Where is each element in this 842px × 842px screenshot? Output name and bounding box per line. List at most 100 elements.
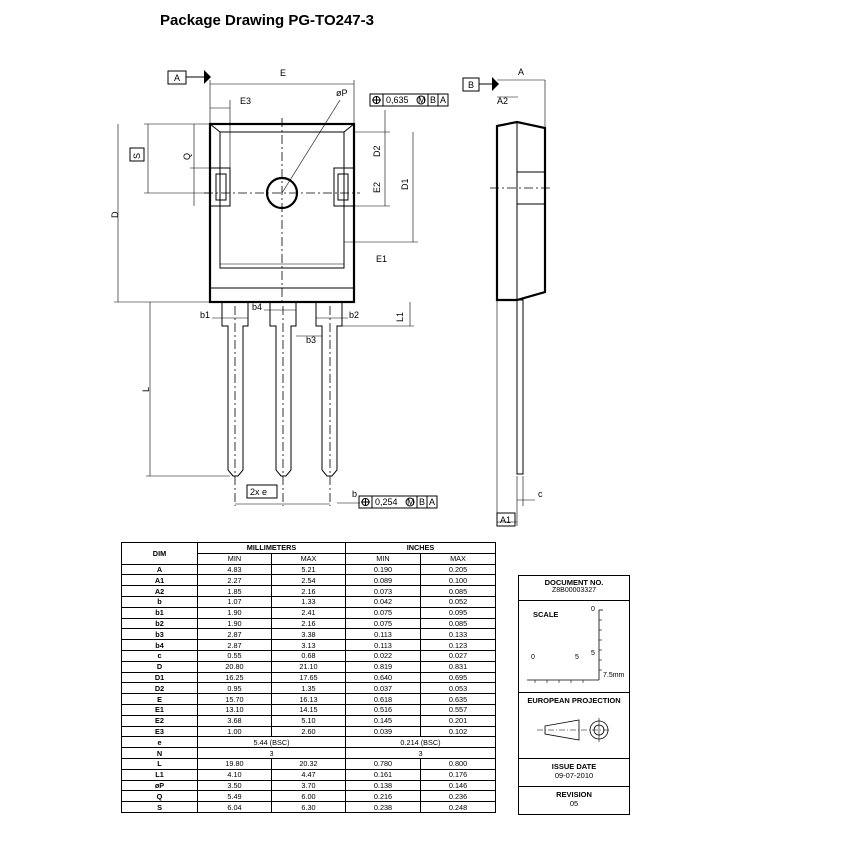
table-cell: c (121, 649, 198, 662)
svg-text:M: M (418, 95, 426, 105)
table-cell: E (121, 693, 198, 705)
svg-text:2x e: 2x e (250, 487, 267, 497)
table-cell: 0.053 (419, 682, 497, 695)
front-dimensions: A E E3 øP 0,635 M B A S (110, 68, 449, 509)
scale-zero-h: 0 (531, 654, 535, 661)
scale-title: SCALE (533, 610, 559, 619)
svg-text:b3: b3 (306, 335, 316, 345)
table-cell: 0.214 (BSC) (344, 736, 497, 749)
table-cell: 20.32 (271, 757, 346, 770)
svg-text:A1: A1 (500, 515, 511, 525)
table-cell: 0.073 (345, 585, 421, 597)
revision-section: REVISION 05 (519, 786, 629, 814)
svg-text:E1: E1 (376, 254, 387, 264)
table-cell: 0.102 (419, 725, 497, 738)
table-cell: 0.113 (345, 628, 421, 641)
table-cell: 17.65 (271, 671, 346, 684)
svg-text:B: B (468, 80, 474, 90)
svg-text:c: c (538, 489, 543, 499)
table-cell: 0.042 (345, 595, 421, 608)
table-cell: 3 (344, 747, 497, 759)
table-cell: b (121, 595, 198, 608)
table-cell: 0.780 (345, 757, 421, 770)
mm-min: MIN (197, 552, 272, 565)
svg-text:D2: D2 (372, 145, 382, 157)
table-cell: 0.635 (419, 693, 497, 705)
in-max: MAX (419, 552, 497, 565)
table-cell: L1 (121, 768, 198, 781)
table-cell: 16.13 (271, 693, 346, 705)
revision-number: 05 (569, 799, 579, 808)
table-cell: 4.47 (271, 768, 346, 781)
table-cell: 0.138 (345, 779, 421, 792)
table-cell: 1.00 (197, 725, 272, 738)
document-number-section: DOCUMENT NO. Z8B00003327 (519, 576, 629, 601)
table-cell: 1.07 (197, 595, 272, 608)
table-cell: 2.16 (271, 617, 346, 630)
table-cell: 0.95 (197, 682, 272, 695)
svg-text:b1: b1 (200, 310, 210, 320)
table-cell: 0.146 (419, 779, 497, 792)
svg-text:E3: E3 (240, 96, 251, 106)
table-cell: 0.089 (345, 574, 421, 587)
table-cell: b1 (121, 606, 198, 619)
revision-title: REVISION (556, 790, 592, 799)
table-header-row: DIM MILLIMETERS INCHES (121, 542, 497, 565)
table-cell: 0.248 (419, 801, 497, 813)
table-cell: 0.039 (345, 725, 421, 738)
table-cell: 4.83 (197, 563, 272, 576)
svg-text:B: B (419, 497, 425, 507)
table-cell: 1.35 (271, 682, 346, 695)
table-cell: 3.68 (197, 714, 272, 727)
svg-text:E2: E2 (372, 182, 382, 193)
table-cell: 0.55 (197, 649, 272, 662)
svg-text:A: A (518, 67, 524, 77)
issue-section: ISSUE DATE 09-07-2010 (519, 758, 629, 787)
front-view (204, 118, 360, 304)
svg-text:A: A (440, 95, 446, 105)
table-cell: 6.30 (271, 801, 346, 813)
table-cell: 3.13 (271, 639, 346, 651)
mm-max: MAX (271, 552, 346, 565)
table-cell: 2.87 (197, 628, 272, 641)
left-notch (209, 167, 231, 207)
table-cell: 0.085 (419, 585, 497, 597)
table-cell: 1.85 (197, 585, 272, 597)
scale-zero-v: 0 (591, 606, 595, 613)
table-cell: S (121, 801, 198, 813)
table-cell: 21.10 (271, 660, 346, 673)
svg-text:b2: b2 (349, 310, 359, 320)
svg-text:L1: L1 (395, 312, 405, 322)
svg-text:b4: b4 (252, 302, 262, 312)
table-cell: 6.00 (271, 790, 346, 803)
table-cell: 1.33 (271, 595, 346, 608)
projection-section: EUROPEAN PROJECTION (519, 692, 629, 759)
svg-text:Q: Q (182, 153, 192, 160)
table-cell: N (121, 747, 198, 759)
svg-text:0,254: 0,254 (375, 497, 398, 507)
table-cell: 0.027 (419, 649, 497, 662)
svg-text:E: E (280, 68, 286, 78)
table-cell: b3 (121, 628, 198, 641)
table-cell: 0.238 (345, 801, 421, 813)
issue-date: 09-07-2010 (554, 771, 594, 780)
table-cell: 5.10 (271, 714, 346, 727)
table-cell: Q (121, 790, 198, 803)
table-cell: 3.50 (197, 779, 272, 792)
table-cell: 0.190 (345, 563, 421, 576)
table-cell: 0.216 (345, 790, 421, 803)
table-cell: A (121, 563, 198, 576)
leads (221, 302, 343, 506)
